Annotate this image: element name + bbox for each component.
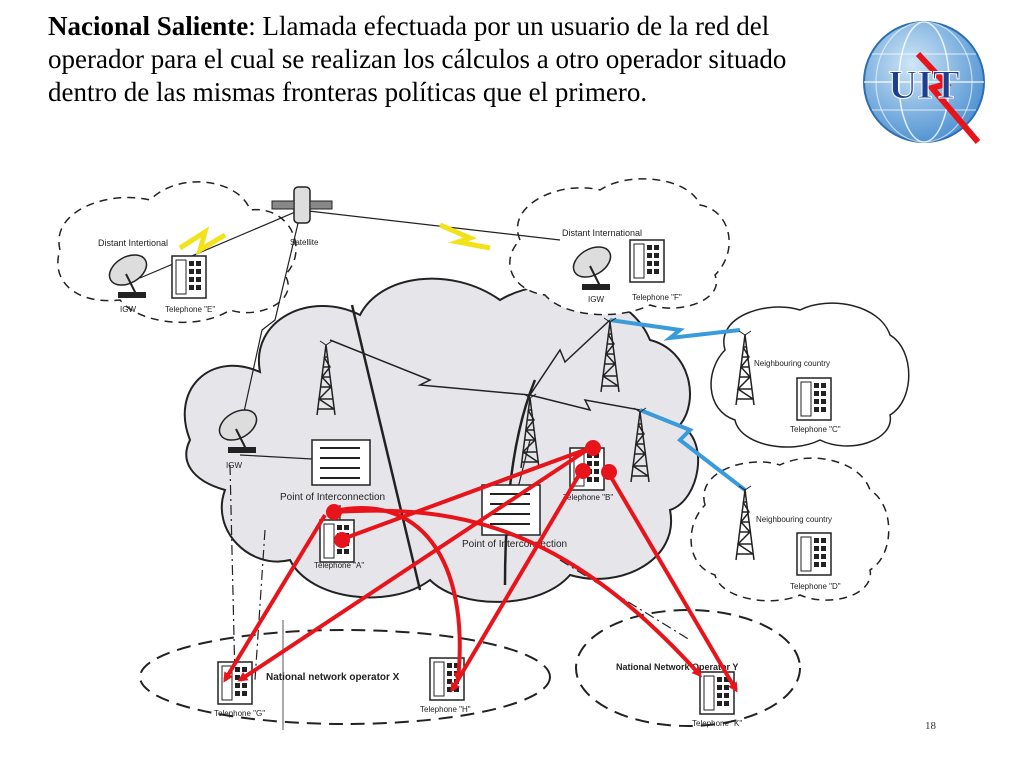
label-distant-right: Distant International — [562, 228, 642, 238]
label-distant-left: Distant Intertional — [98, 238, 168, 248]
arrow-b-to-h — [450, 468, 584, 693]
call-origin-dots — [326, 440, 617, 548]
label-telephone-g: Telephone "G" — [214, 709, 265, 718]
logo-text: UIT — [888, 62, 959, 107]
label-igw-main: IGW — [226, 461, 242, 470]
telephone-f-icon — [629, 239, 665, 283]
label-neighbour-d: Neighbouring country — [756, 515, 832, 524]
label-satellite: Satellite — [290, 238, 319, 247]
slide-title: Nacional Saliente: Llamada efectuada por… — [48, 10, 848, 109]
label-telephone-e: Telephone "E" — [165, 305, 215, 314]
label-telephone-b: Telephone "B" — [563, 493, 613, 502]
label-telephone-f: Telephone "F" — [632, 293, 682, 302]
telephone-d-icon — [796, 532, 832, 576]
label-igw-e: IGW — [120, 305, 136, 314]
arrow-a-to-h — [329, 506, 464, 683]
neighbour-c-cloud — [710, 302, 910, 448]
telephone-c-icon — [796, 377, 832, 421]
label-telephone-c: Telephone "C" — [790, 425, 841, 434]
distant-left-cloud — [57, 181, 297, 324]
operator-y-cloud — [575, 609, 801, 727]
distant-right-cloud — [509, 178, 730, 316]
title-term: Nacional Saliente — [48, 11, 249, 41]
label-igw-f: IGW — [588, 295, 604, 304]
neighbour-d-cloud — [690, 457, 890, 602]
arrow-a-to-k — [334, 508, 703, 678]
label-poi-left: Point of Interconnection — [280, 492, 385, 503]
telephone-g-icon — [217, 661, 253, 705]
label-operator-y: National Network Operator Y — [616, 662, 738, 672]
satellite-icon — [271, 186, 333, 224]
label-telephone-k: Telephone "K" — [692, 719, 742, 728]
arrow-a-to-g-2 — [223, 513, 327, 683]
page-number: 18 — [925, 720, 936, 732]
telephone-e-icon — [171, 255, 207, 299]
arrow-b-to-k — [606, 470, 738, 693]
label-neighbour-c: Neighbouring country — [754, 359, 830, 368]
label-operator-x: National network operator X — [266, 672, 400, 683]
label-telephone-d: Telephone "D" — [790, 582, 841, 591]
title-definition: : Llamada efectuada por un usuario de la… — [48, 11, 787, 107]
label-telephone-h: Telephone "H" — [420, 705, 471, 714]
label-telephone-a: Telephone "A" — [314, 561, 364, 570]
label-poi-right: Point of Interconnection — [462, 539, 567, 550]
uit-logo: UIT — [863, 21, 985, 144]
